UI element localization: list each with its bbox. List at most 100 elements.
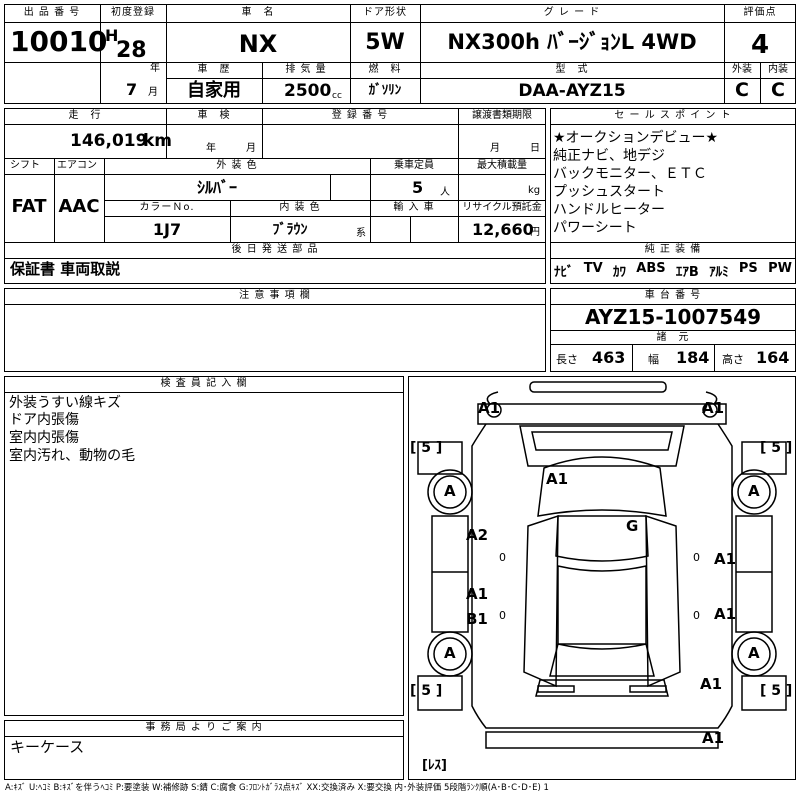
chassis-number: AYZ15-1007549	[584, 305, 762, 329]
dims-label: 諸 元	[656, 332, 690, 343]
legend: A:ｷｽﾞ U:ﾍｺﾐ B:ｷｽﾞを伴うﾍｺﾐ P:要塗装 W:補修跡 S:錆 …	[5, 783, 549, 793]
fuel-label: 燃 料	[368, 64, 402, 75]
sales-line-5: ハンドルヒーター	[553, 202, 665, 218]
km-unit: km	[143, 131, 173, 151]
person-unit: 人	[440, 187, 450, 198]
mileage: 146,019	[70, 131, 148, 151]
damage-mark: A	[444, 644, 456, 662]
equipment-item: ﾅﾋﾞ	[554, 265, 574, 280]
zero-mark: 0	[693, 551, 700, 564]
width-label: 幅	[648, 353, 659, 366]
reg-number-label: 登 録 番 号	[331, 110, 389, 121]
equipment-list: ﾅﾋﾞ TV ｶﾜ ABS ｴｱB ｱﾙﾐ PS PW	[554, 261, 792, 280]
damage-mark: A1	[466, 585, 489, 603]
shift-label: シフト	[10, 160, 40, 171]
notes-frame	[4, 288, 546, 372]
damage-mark: G	[626, 517, 639, 535]
office-frame	[4, 720, 404, 780]
ac-label: エアコン	[57, 160, 97, 171]
transfer-month-unit: 月	[490, 143, 500, 154]
equipment-item: ｱﾙﾐ	[709, 265, 729, 280]
notes-label: 注 意 事 項 欄	[239, 290, 311, 301]
era: H	[105, 26, 119, 45]
inspection-label: 車 検	[197, 110, 231, 121]
damage-mark: A1	[700, 675, 723, 693]
grade-label: グ レ ー ド	[543, 7, 601, 18]
equipment-item: PW	[768, 261, 792, 276]
int-color-unit: 系	[356, 228, 366, 239]
inspector-line-4: 室内汚れ、動物の毛	[9, 448, 136, 464]
int-color-label: 内 装 色	[279, 202, 321, 213]
spec-frame	[4, 108, 546, 284]
width: 184	[676, 348, 710, 367]
lot-number: 10010	[10, 25, 108, 58]
inspector-frame	[4, 376, 404, 716]
inspector-line-2: ドア内張傷	[9, 412, 79, 428]
height-label: 高さ	[722, 353, 744, 366]
diagram-frame	[408, 376, 796, 780]
month-unit: 月	[148, 87, 158, 98]
grade: NX300h ﾊﾞｰｼﾞｮﾝL 4WD	[447, 30, 697, 54]
equipment-item: ｴｱB	[675, 265, 699, 280]
int-grade: C	[771, 79, 785, 101]
capacity: 5	[412, 178, 424, 197]
damage-mark: A1	[702, 399, 725, 417]
inspector-label: 検 査 員 記 入 欄	[160, 378, 248, 389]
sales-line-6: パワーシート	[553, 220, 637, 236]
damage-mark: A1	[702, 729, 725, 747]
tyre-grade: [ 5 ]	[410, 683, 443, 699]
history: 自家用	[187, 80, 241, 101]
month: 7	[126, 80, 138, 99]
tyre-grade: [ 5 ]	[760, 440, 793, 456]
damage-mark: A2	[466, 526, 489, 544]
capacity-label: 乗車定員	[394, 160, 434, 171]
damage-mark: A	[748, 482, 760, 500]
int-color: ﾌﾞﾗｳﾝ	[272, 222, 308, 238]
yen-unit: 円	[530, 227, 540, 238]
car-name: NX	[238, 30, 278, 58]
height: 164	[756, 348, 790, 367]
load-label: 最大積載量	[477, 160, 527, 171]
displacement-label: 排 気 量	[285, 64, 327, 75]
damage-mark: A	[748, 644, 760, 662]
header-frame	[4, 4, 796, 104]
transfer-label: 譲渡書類期限	[472, 110, 532, 121]
color: ｼﾙﾊﾞｰ	[196, 178, 237, 197]
sales-label: セ ー ル ス ポ イ ン ト	[614, 110, 732, 121]
tyre-grade: [ 5 ]	[410, 440, 443, 456]
zero-mark: 0	[499, 609, 506, 622]
later-parts: 保証書 車両取説	[10, 260, 121, 278]
color-no: 1J7	[152, 220, 182, 239]
year-unit: 年	[150, 63, 160, 74]
import-label: 輸 入 車	[393, 202, 435, 213]
equipment-item: ｶﾜ	[613, 265, 626, 280]
chassis-label: 車 台 番 号	[644, 290, 702, 301]
color-no-label: カラーＮo.	[139, 202, 195, 213]
length-label: 長さ	[556, 353, 578, 366]
score-label: 評価点	[743, 7, 777, 18]
recycle-label: リサイクル預託金	[462, 202, 542, 213]
sales-line-1: ★オークションデビュー★	[553, 130, 719, 146]
spare-tyre: [ﾚｽ]	[422, 758, 447, 773]
zero-mark: 0	[693, 609, 700, 622]
inspector-line-3: 室内内張傷	[9, 430, 79, 446]
kg-unit: kg	[528, 185, 541, 196]
history-label: 車 歴	[197, 64, 231, 75]
office-text: キーケース	[10, 738, 85, 756]
year: 28	[116, 38, 147, 63]
displacement: 2500	[284, 81, 332, 101]
transfer-day-unit: 日	[530, 143, 540, 154]
ac: AAC	[58, 196, 100, 217]
door: 5W	[365, 30, 405, 55]
door-label: ドア形状	[363, 7, 407, 18]
score: 4	[750, 30, 770, 60]
office-label: 事 務 局 よ り ご 案 内	[145, 722, 263, 733]
equipment-item: ABS	[636, 261, 666, 276]
shift: FAT	[11, 196, 47, 217]
recycle: 12,660	[472, 220, 534, 239]
sales-frame	[550, 108, 796, 284]
mileage-label: 走 行	[68, 110, 102, 121]
lot-label: 出 品 番 号	[23, 7, 81, 18]
length: 463	[592, 348, 626, 367]
ext-label: 外装	[732, 64, 752, 75]
